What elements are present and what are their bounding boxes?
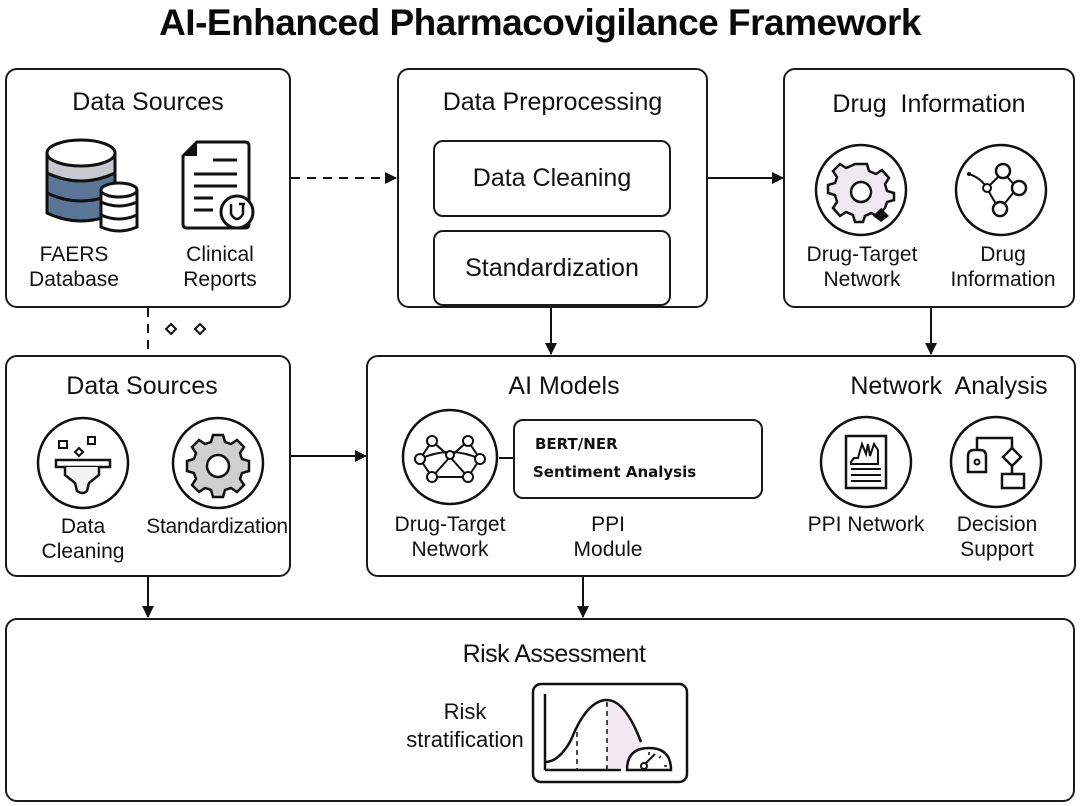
data-sources-box: Data Sources FAERS Database Clinical Rep… <box>5 68 291 308</box>
bert-ner-label: BERT/NER <box>535 435 618 453</box>
gear-target-icon <box>814 143 908 237</box>
clinical-report-icon <box>181 140 255 230</box>
drug-information-box: Drug Information Drug-Target Network Dru… <box>783 68 1075 308</box>
data-sources-lower-box: Data Sources Data Cleaning Standardizati… <box>5 355 291 577</box>
nlp-models-panel: BERT/NER Sentiment Analysis <box>513 419 763 499</box>
diamond-marker <box>193 322 207 336</box>
diagram-title: AI-Enhanced Pharmacovigilance Framework <box>159 2 921 43</box>
decision-support-label: Decision Support <box>956 513 1038 561</box>
box-title: Risk Assessment <box>462 640 646 668</box>
ppi-network-label: PPI Network <box>807 513 925 536</box>
box-title: Data Preprocessing <box>442 88 663 116</box>
clinical-reports-label: Clinical Reports <box>183 243 257 291</box>
risk-stratification-label: Risk stratification <box>406 699 524 752</box>
ppi-chart-icon <box>819 415 913 509</box>
filter-funnel-icon <box>36 416 130 510</box>
ai-models-box: AI Models Drug-Target Network BERT/NER S… <box>366 355 1076 577</box>
box-title: Drug Information <box>832 90 1026 118</box>
drug-target-network-icon <box>401 408 499 506</box>
drug-target-network-label: Drug-Target Network <box>806 243 918 291</box>
box-title: Data Sources <box>72 88 224 116</box>
sentiment-analysis-label: Sentiment Analysis <box>533 463 697 481</box>
data-cleaning-label: Data Cleaning <box>41 515 125 563</box>
standardization-label: Standardization <box>146 515 288 538</box>
standardization-step: Standardization <box>433 230 671 306</box>
drug-target-network-label: Drug-Target Network <box>394 513 506 561</box>
ai-models-title: AI Models <box>508 372 620 400</box>
risk-distribution-gauge-icon <box>531 682 689 784</box>
icon-to-module-link <box>499 457 514 459</box>
ppi-module-label: PPI Module <box>573 513 643 561</box>
gear-icon <box>171 416 265 510</box>
decision-flowchart-icon <box>949 415 1043 509</box>
network-graph-icon <box>954 143 1048 237</box>
diamond-marker <box>164 322 178 336</box>
data-cleaning-step: Data Cleaning <box>433 140 671 217</box>
drug-information-label: Drug Information <box>950 243 1056 291</box>
network-analysis-title: Network Analysis <box>850 372 1048 400</box>
data-preprocessing-box: Data Preprocessing Data Cleaning Standar… <box>397 68 708 308</box>
risk-assessment-box: Risk Assessment Risk stratification <box>5 618 1075 802</box>
database-icon <box>45 138 139 233</box>
box-title: Data Sources <box>66 372 218 400</box>
faers-database-label: FAERS Database <box>29 243 119 291</box>
